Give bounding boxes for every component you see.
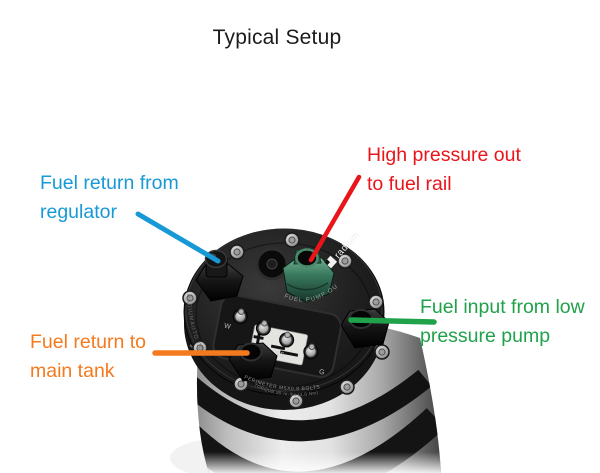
screw-icon: [229, 244, 245, 260]
callout-tank-return-line1: Fuel return to: [30, 331, 146, 353]
callout-tank-return-line2: main tank: [30, 360, 115, 382]
screw-icon: [337, 253, 353, 269]
screw-icon: [182, 290, 198, 306]
callout-regulator-return-line1: Fuel return from: [40, 172, 179, 194]
terminal-stud: [255, 320, 271, 336]
fuel-level-port: [255, 247, 289, 281]
wiring-diagram-marks: [253, 331, 299, 357]
regulator-return-port: [195, 249, 244, 302]
perimeter-screws: [182, 232, 390, 409]
terminal-stud: [279, 331, 295, 348]
callout-high-pressure-line1: High pressure out: [367, 144, 521, 166]
callout-tank-return: Fuel return to main tank: [30, 328, 146, 386]
regulator-return-callout-line: [135, 211, 221, 264]
callout-regulator-return: Fuel return from regulator: [40, 169, 179, 227]
high-pressure-callout-line: [308, 174, 362, 263]
screw-icon: [368, 294, 384, 310]
screw-icon: [288, 393, 304, 409]
o-ring-band-upper: [196, 369, 432, 442]
low-pressure-input-callout-line: [348, 317, 437, 325]
terminal-letter-w: W: [223, 323, 231, 331]
callout-high-pressure: High pressure out to fuel rail: [367, 141, 521, 199]
callout-high-pressure-line2: to fuel rail: [367, 173, 452, 195]
terminal-stud: [303, 343, 319, 360]
screw-icon: [284, 232, 300, 248]
callout-low-pressure-input-line2: pressure pump: [420, 325, 551, 347]
callout-low-pressure-input-line1: Fuel input from low: [420, 296, 585, 318]
terminal-stud: [232, 308, 248, 325]
tank-return-port: [228, 342, 278, 382]
callout-low-pressure-input: Fuel input from low pressure pump: [420, 293, 585, 351]
page-title: Typical Setup: [212, 26, 342, 49]
terminal-letter-g: G: [318, 369, 325, 377]
screw-icon: [339, 379, 355, 395]
screw-icon: [374, 344, 390, 360]
callout-regulator-return-line2: regulator: [40, 201, 117, 223]
